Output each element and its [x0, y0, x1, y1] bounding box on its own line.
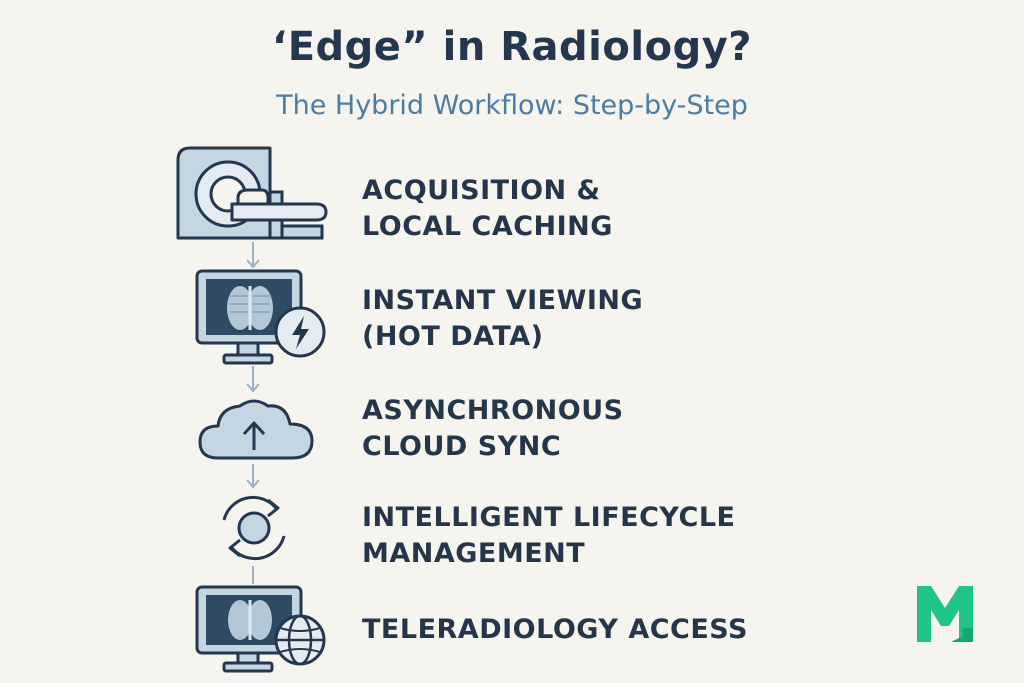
cloud-upload-icon — [198, 399, 314, 460]
step-5-line-1: TELERADIOLOGY ACCESS — [362, 614, 748, 645]
step-2-line-2: (HOT DATA) — [362, 321, 544, 352]
step-3-line-1: ASYNCHRONOUS — [362, 395, 624, 426]
step-3-label: ASYNCHRONOUS CLOUD SYNC — [362, 393, 624, 465]
flow-arrow-4 — [252, 566, 254, 584]
step-4-line-2: MANAGEMENT — [362, 538, 586, 569]
page-title: ‘Edge” in Radiology? — [272, 24, 752, 70]
step-1-line-1: ACQUISITION & — [362, 175, 601, 206]
page-subtitle: The Hybrid Workflow: Step-by-Step — [276, 90, 748, 121]
step-1-line-2: LOCAL CACHING — [362, 211, 613, 242]
cycle-arrows-icon — [222, 495, 286, 561]
ct-scanner-icon — [176, 146, 328, 240]
flow-arrow-1 — [246, 242, 260, 269]
step-4-label: INTELLIGENT LIFECYCLE MANAGEMENT — [362, 500, 735, 572]
step-3-line-2: CLOUD SYNC — [362, 431, 562, 462]
m-logo-icon — [917, 586, 973, 642]
flow-arrow-3 — [246, 464, 260, 489]
step-2-label: INSTANT VIEWING (HOT DATA) — [362, 283, 643, 355]
flow-arrow-2 — [246, 366, 260, 393]
step-1-label: ACQUISITION & LOCAL CACHING — [362, 173, 613, 245]
monitor-globe-icon — [195, 585, 326, 673]
monitor-lightning-icon — [195, 269, 326, 365]
step-4-line-1: INTELLIGENT LIFECYCLE — [362, 502, 736, 533]
step-2-line-1: INSTANT VIEWING — [362, 285, 644, 316]
step-5-label: TELERADIOLOGY ACCESS — [362, 612, 748, 648]
